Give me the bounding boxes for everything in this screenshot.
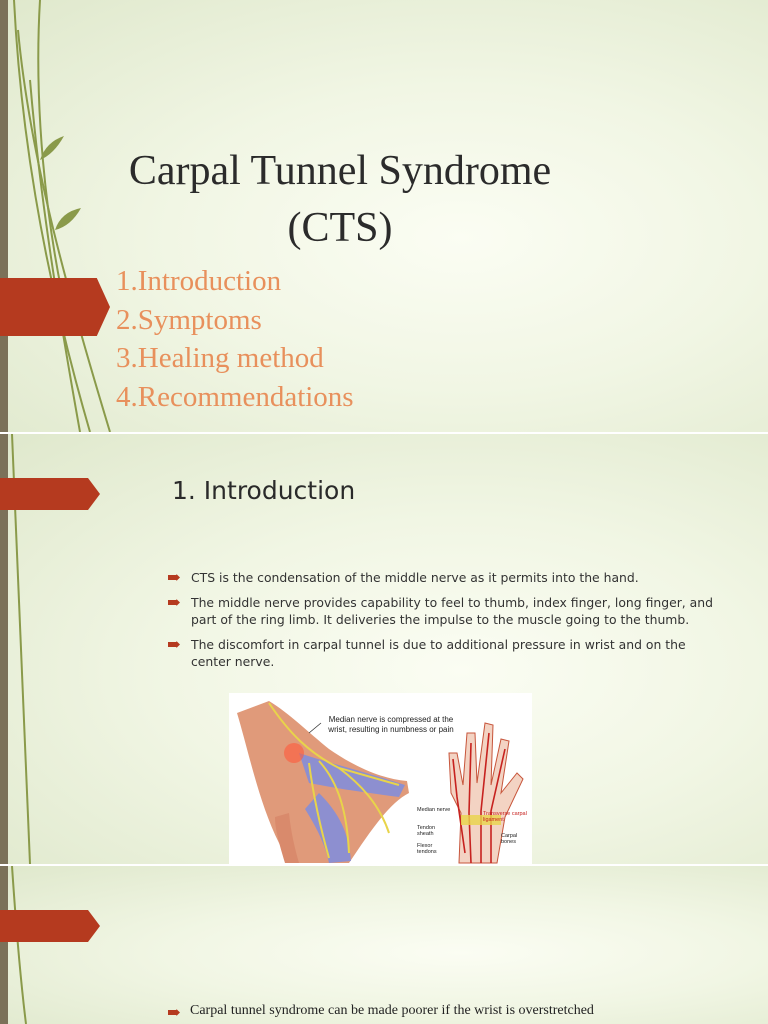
vine-decoration [11, 866, 27, 1024]
left-rule [0, 0, 8, 432]
bullet-item: The middle nerve provides capability to … [166, 594, 726, 628]
table-of-contents: 1.Introduction 2.Symptoms 3.Healing meth… [116, 262, 354, 416]
arrow-bullet-icon [168, 641, 180, 648]
bullet-item: Carpal tunnel syndrome can be made poore… [166, 1003, 594, 1019]
section-arrow-tab [0, 478, 100, 510]
arrow-bullet-icon [168, 599, 180, 606]
slide-title-line-2: (CTS) [287, 205, 393, 251]
label-transverse-ligament: Transverse carpal ligament [483, 811, 527, 823]
bullet-text: CTS is the condensation of the middle ne… [191, 570, 639, 585]
section-arrow-tab [0, 910, 100, 942]
hand-nerve-drawing [237, 701, 524, 864]
bullet-text: Carpal tunnel syndrome can be made poore… [190, 1003, 594, 1018]
slide-title-line-1: Carpal Tunnel Syndrome [128, 148, 552, 194]
figure-callout: Median nerve is compressed at the wrist,… [328, 715, 454, 734]
toc-item: 3.Healing method [116, 342, 324, 374]
section-arrow-tab [0, 278, 110, 336]
label-tendon-sheath: Tendon sheath [417, 825, 436, 837]
bullet-text: The discomfort in carpal tunnel is due t… [191, 637, 686, 669]
arrow-bullet-icon [168, 1009, 180, 1016]
bullet-text: The middle nerve provides capability to … [191, 595, 713, 627]
left-rule [0, 434, 8, 864]
toc-item: 1.Introduction [116, 265, 282, 297]
toc-item: 2.Symptoms [116, 303, 262, 336]
arrow-bullet-icon [168, 574, 180, 581]
bullet-item: The discomfort in carpal tunnel is due t… [166, 636, 726, 670]
bullet-list: CTS is the condensation of the middle ne… [166, 569, 726, 678]
title-slide: Carpal Tunnel Syndrome (CTS) 1.Introduct… [0, 0, 768, 432]
label-median-nerve: Median nerve [417, 807, 451, 813]
toc-item: 4.Recommendations [116, 380, 354, 413]
label-carpal-bones: Carpal bones [501, 833, 518, 845]
left-rule [0, 866, 8, 1024]
slide-divider [0, 432, 768, 434]
label-flexor-tendons: Flexor tendons [417, 843, 437, 855]
section-heading: 1. Introduction [172, 476, 356, 505]
wrist-anatomy-illustration: Median nerve is compressed at the wrist,… [229, 693, 532, 865]
slide-divider [0, 864, 768, 866]
third-slide [0, 866, 768, 1024]
bullet-item: CTS is the condensation of the middle ne… [166, 569, 726, 586]
